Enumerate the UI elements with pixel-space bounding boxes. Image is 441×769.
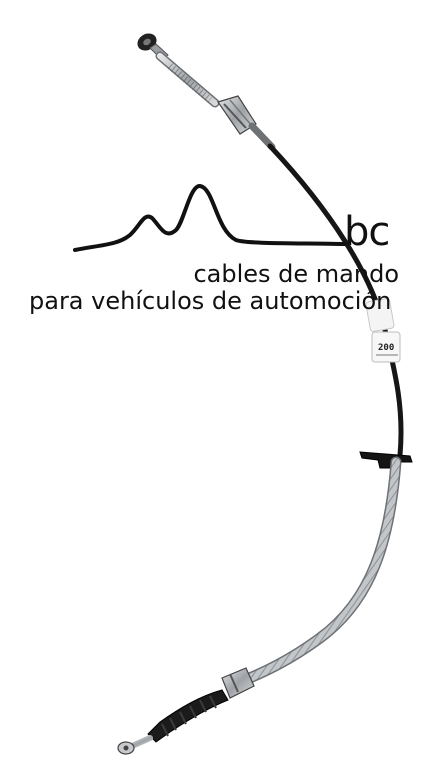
tagline-line-1: cables de mando — [193, 260, 399, 288]
rubber-boot — [147, 689, 229, 743]
top-threaded-rod — [155, 51, 220, 108]
logo-wave-mark — [73, 184, 347, 252]
barcode-tag: 200 — [365, 298, 401, 363]
mounting-grommet — [359, 451, 413, 469]
bottom-ferrule — [221, 667, 255, 699]
brand-logo-text: bc — [344, 209, 390, 255]
bottom-eye-end — [117, 735, 153, 755]
tagline-line-2: para vehículos de automoción — [29, 287, 392, 315]
top-ferrule — [217, 95, 276, 151]
tag-number-text: 200 — [378, 343, 394, 353]
braided-metal-sheath — [234, 456, 402, 688]
